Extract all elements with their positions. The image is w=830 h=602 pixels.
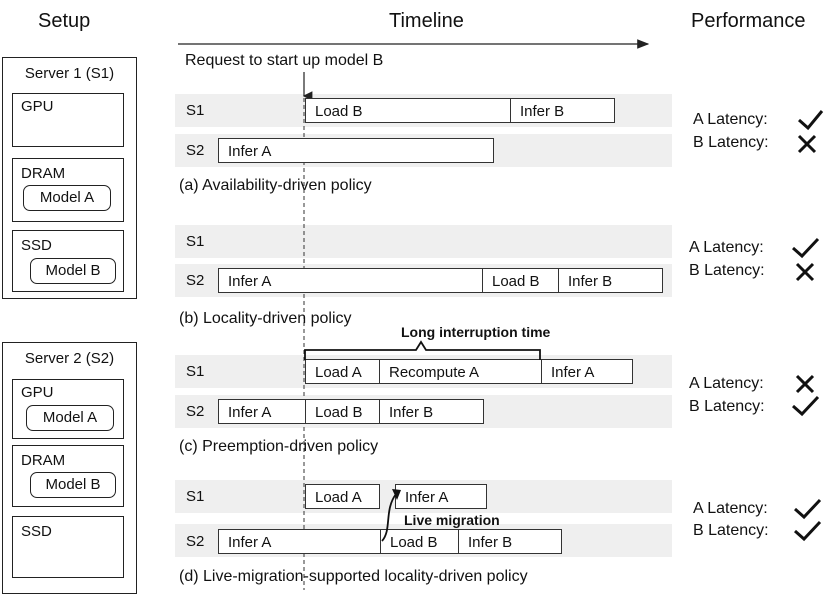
task-d-s2-infer-a: Infer A — [218, 529, 381, 554]
request-label: Request to start up model B — [185, 52, 384, 69]
check-icon — [792, 395, 820, 417]
setup-header: Setup — [38, 10, 91, 32]
lane-a-s1-label: S1 — [186, 102, 205, 119]
lane-b-s1 — [175, 225, 672, 258]
lane-b-s1-label: S1 — [186, 233, 205, 250]
task-a-s1-load-b: Load B — [305, 98, 511, 123]
perf-b-b-latency: B Latency: — [689, 262, 765, 279]
server-2-title: Server 2 (S2) — [24, 350, 115, 367]
check-icon — [794, 498, 822, 520]
server-2-gpu-label: GPU — [21, 384, 54, 401]
lane-d-s2-label: S2 — [186, 533, 205, 550]
caption-d: (d) Live-migration-supported locality-dr… — [179, 568, 528, 585]
task-c-s2-infer-b: Infer B — [379, 399, 484, 424]
perf-b-a-latency: A Latency: — [689, 239, 764, 256]
task-c-s1-recompute-a: Recompute A — [379, 359, 542, 384]
server-1-dram-model: Model A — [23, 185, 111, 211]
lane-d-s1-label: S1 — [186, 488, 205, 505]
task-c-s2-load-b: Load B — [305, 399, 380, 424]
task-c-s1-infer-a: Infer A — [541, 359, 633, 384]
check-icon — [794, 520, 822, 542]
lane-b-s2-label: S2 — [186, 272, 205, 289]
task-c-s2-infer-a: Infer A — [218, 399, 306, 424]
lane-c-s1-label: S1 — [186, 363, 205, 380]
server-2-ssd: SSD — [12, 516, 124, 578]
live-migration-label: Live migration — [404, 512, 500, 528]
server-1-ssd-label: SSD — [21, 237, 52, 254]
task-b-s2-infer-b: Infer B — [558, 268, 663, 293]
task-d-s1-infer-a: Infer A — [395, 484, 487, 509]
lane-c-s2-label: S2 — [186, 403, 205, 420]
task-b-s2-load-b: Load B — [482, 268, 559, 293]
perf-a-b-latency: B Latency: — [693, 134, 769, 151]
cross-icon — [795, 374, 815, 394]
server-1-ssd: SSD Model B — [12, 230, 124, 292]
check-icon — [792, 237, 820, 259]
task-a-s2-infer-a: Infer A — [218, 138, 494, 163]
server-2-dram-model: Model B — [30, 472, 116, 498]
task-d-s2-load-b: Load B — [380, 529, 459, 554]
server-1-ssd-model: Model B — [30, 258, 116, 284]
perf-d-b-latency: B Latency: — [693, 522, 769, 539]
server-1: Server 1 (S1) GPU DRAM Model A SSD Model… — [2, 57, 137, 299]
server-1-gpu: GPU — [12, 93, 124, 147]
server-1-dram-label: DRAM — [21, 165, 66, 182]
performance-header: Performance — [691, 10, 806, 32]
check-icon — [798, 110, 824, 131]
server-1-gpu-label: GPU — [21, 98, 54, 115]
server-2-dram: DRAM Model B — [12, 445, 124, 507]
task-d-s1-load-a: Load A — [305, 484, 380, 509]
perf-c-a-latency: A Latency: — [689, 375, 764, 392]
perf-c-b-latency: B Latency: — [689, 398, 765, 415]
caption-b: (b) Locality-driven policy — [179, 310, 352, 327]
task-b-s2-infer-a: Infer A — [218, 268, 483, 293]
timeline-header: Timeline — [389, 10, 464, 32]
server-1-title: Server 1 (S1) — [24, 65, 115, 82]
long-interruption-label: Long interruption time — [401, 324, 551, 340]
task-d-s2-infer-b: Infer B — [458, 529, 562, 554]
task-a-s1-infer-b: Infer B — [510, 98, 615, 123]
cross-icon — [795, 262, 815, 282]
lane-a-s2-label: S2 — [186, 142, 205, 159]
server-2-gpu-model: Model A — [26, 405, 114, 431]
server-2-dram-label: DRAM — [21, 452, 66, 469]
server-1-dram: DRAM Model A — [12, 158, 124, 222]
cross-icon — [797, 134, 817, 154]
perf-a-a-latency: A Latency: — [693, 111, 768, 128]
server-2: Server 2 (S2) GPU Model A DRAM Model B S… — [2, 342, 137, 594]
caption-c: (c) Preemption-driven policy — [179, 438, 379, 455]
caption-a: (a) Availability-driven policy — [179, 177, 372, 194]
server-2-ssd-label: SSD — [21, 523, 52, 540]
server-2-gpu: GPU Model A — [12, 379, 124, 439]
task-c-s1-load-a: Load A — [305, 359, 380, 384]
perf-d-a-latency: A Latency: — [693, 500, 768, 517]
